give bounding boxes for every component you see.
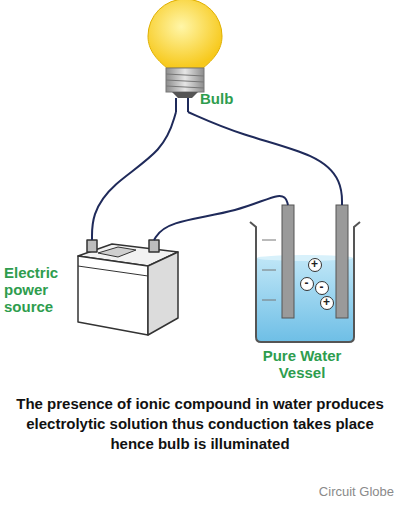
water-vessel: Pure Water Vessel [244, 205, 360, 390]
negative-ion: - [315, 281, 329, 295]
positive-ion: + [308, 258, 322, 272]
negative-ion: - [300, 277, 314, 291]
component-label: Pure Water Vessel [244, 347, 360, 381]
wire [92, 112, 176, 240]
caption: The presence of ionic compound in water … [4, 394, 396, 454]
wire [188, 112, 342, 205]
power-source: Electric power source [4, 240, 180, 338]
watermark: Circuit Globe [319, 484, 394, 499]
bulb: Bulb [146, 0, 234, 112]
battery-drawing [78, 240, 178, 335]
positive-ion: + [320, 296, 334, 310]
beaker-drawing [250, 205, 360, 342]
component-label: Bulb [200, 90, 234, 107]
wire [154, 196, 288, 240]
component-label: Electric power source [4, 264, 74, 315]
